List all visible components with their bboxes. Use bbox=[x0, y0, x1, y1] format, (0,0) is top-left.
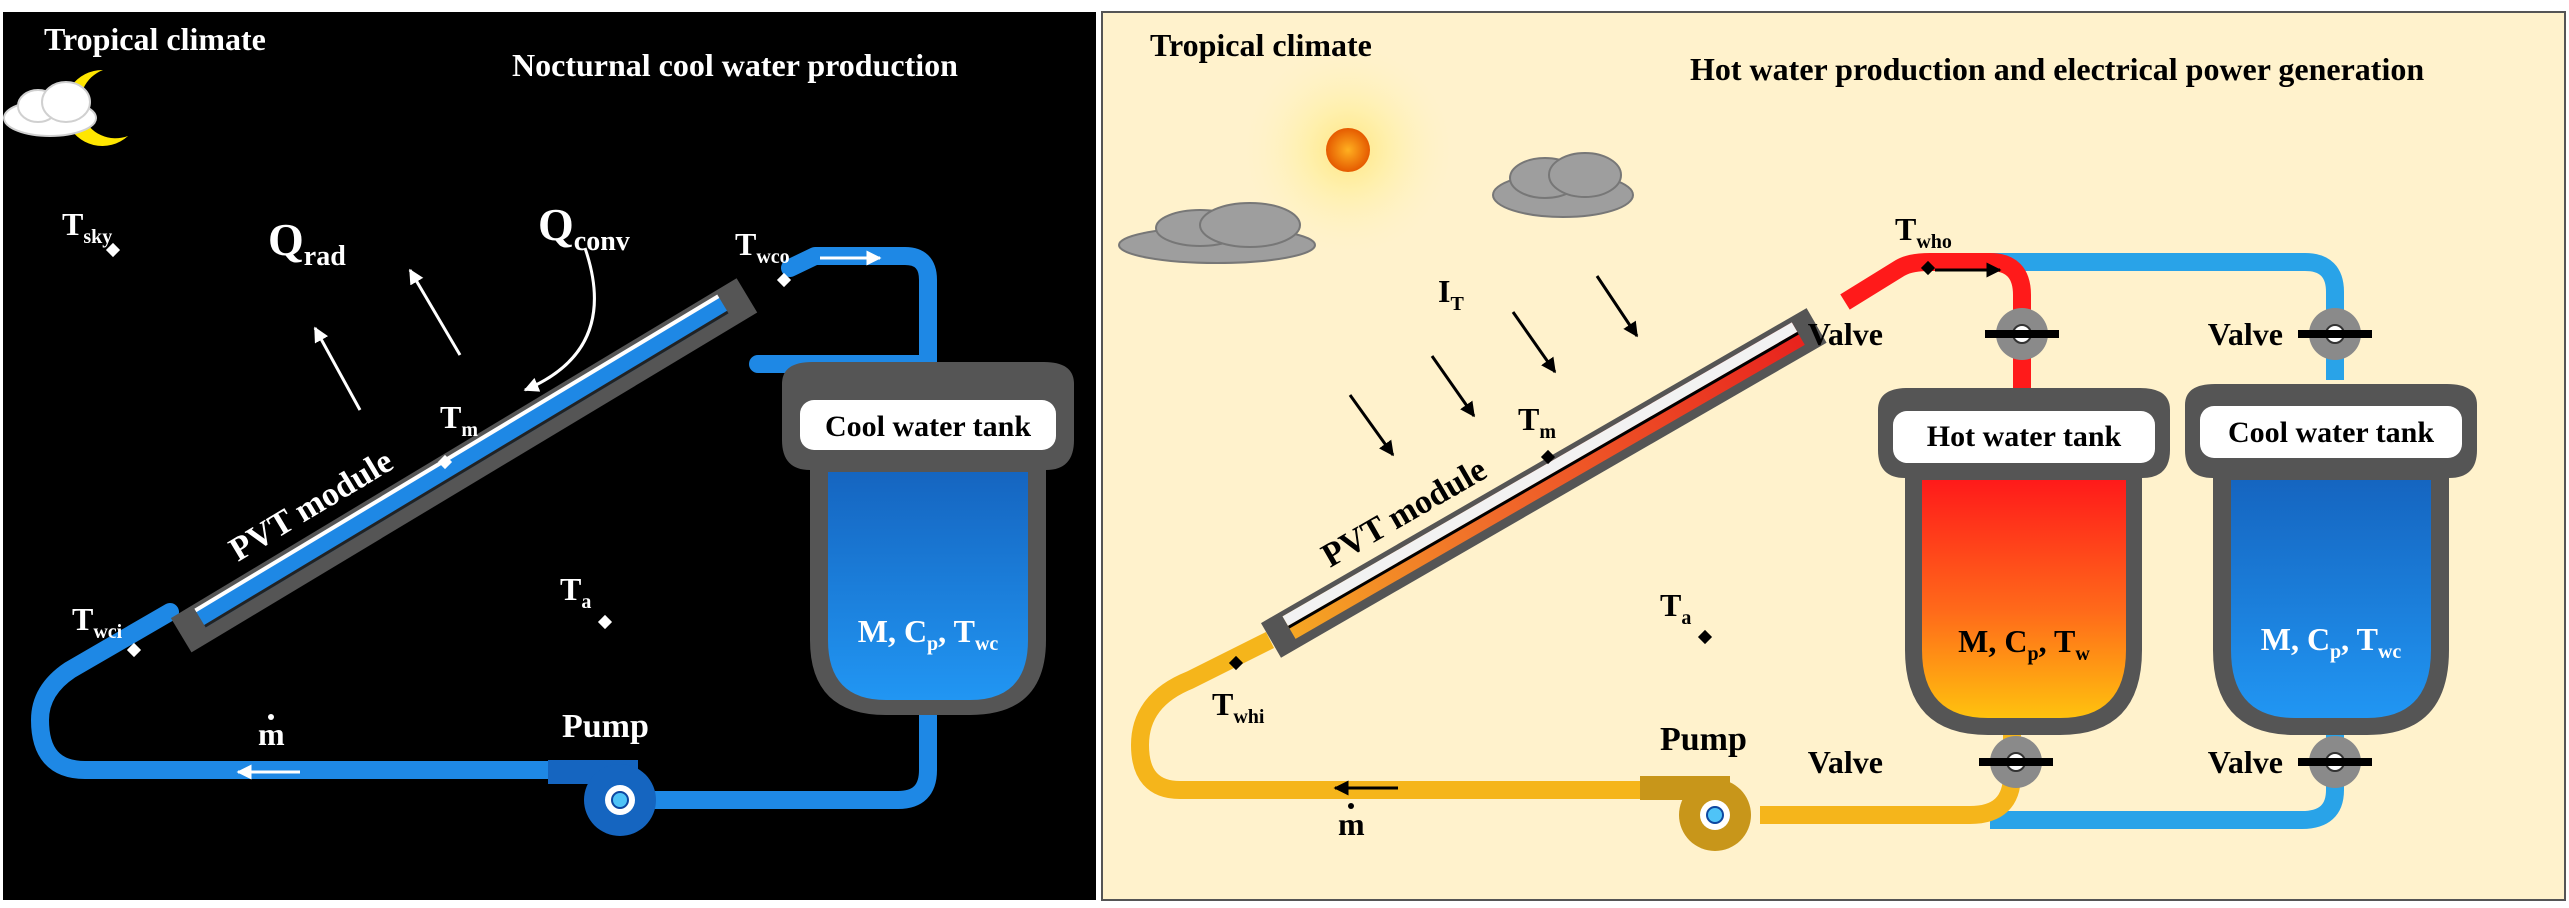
valve-cool-top-icon bbox=[2298, 308, 2372, 360]
day-title: Hot water production and electrical powe… bbox=[1690, 51, 2424, 87]
mass-flow-label: m bbox=[258, 716, 285, 752]
day-t-m-label: Tm bbox=[1518, 401, 1556, 443]
valve-hot-bottom-label: Valve bbox=[1808, 744, 1883, 780]
day-hot-water-tank bbox=[1878, 388, 2170, 735]
night-cool-water-tank bbox=[782, 362, 1074, 715]
night-tank-name: Cool water tank bbox=[825, 410, 1031, 443]
hot-tank-name: Hot water tank bbox=[1927, 420, 2122, 453]
cloud-right-icon bbox=[1492, 152, 1634, 218]
t-who-node bbox=[1920, 260, 1936, 276]
t-wco-label: Twco bbox=[735, 226, 790, 268]
mass-flow-dot bbox=[268, 714, 274, 720]
night-title: Nocturnal cool water production bbox=[512, 47, 958, 83]
t-whi-label: Twhi bbox=[1212, 686, 1265, 728]
t-who-label: Twho bbox=[1895, 211, 1952, 253]
night-tank-params: M, Cp, Twc bbox=[858, 613, 999, 655]
cool-tank-name: Cool water tank bbox=[2228, 416, 2434, 449]
night-pump-icon bbox=[548, 760, 656, 836]
day-cool-water-tank bbox=[2185, 384, 2477, 735]
night-panel: Tropical climate Nocturnal cool water pr… bbox=[3, 12, 1096, 900]
cloud-icon bbox=[3, 81, 97, 137]
valve-hot-top-icon bbox=[1985, 308, 2059, 360]
day-pump-icon bbox=[1640, 776, 1751, 851]
t-m-node bbox=[437, 454, 453, 470]
night-pipe-loop bbox=[31, 247, 937, 809]
q-rad-label: Qrad bbox=[268, 214, 346, 272]
valve-hot-top-label: Valve bbox=[1808, 316, 1883, 352]
day-t-a-node bbox=[1697, 629, 1713, 645]
t-wci-node bbox=[126, 642, 142, 658]
day-cool-top-pipe bbox=[1990, 253, 2344, 380]
cool-tank-params: M, Cp, Twc bbox=[2261, 621, 2402, 663]
q-conv-label: Qconv bbox=[538, 199, 630, 257]
t-a-label: Ta bbox=[560, 571, 591, 613]
t-m-label: Tm bbox=[440, 399, 478, 441]
valve-cool-top-label: Valve bbox=[2208, 316, 2283, 352]
night-pump-label: Pump bbox=[562, 708, 649, 745]
day-hot-outlet-pipe bbox=[1840, 253, 2031, 388]
day-mass-flow-label: m bbox=[1338, 806, 1365, 842]
t-whi-node bbox=[1228, 655, 1244, 671]
valve-hot-bottom-icon bbox=[1979, 736, 2053, 788]
t-a-node bbox=[597, 614, 613, 630]
solar-radiation-arrows bbox=[1348, 275, 1639, 457]
q-rad-arrow-2 bbox=[408, 268, 462, 356]
day-panel: Tropical climate Hot water production an… bbox=[1101, 11, 2566, 901]
night-climate-label: Tropical climate bbox=[44, 21, 266, 57]
sun-icon bbox=[1326, 128, 1370, 172]
cloud-left-icon bbox=[1118, 202, 1316, 264]
day-cool-bottom-pipe bbox=[1990, 705, 2344, 829]
valve-cool-bottom-label: Valve bbox=[2208, 744, 2283, 780]
night-pvt-module bbox=[170, 278, 758, 653]
q-rad-arrow-1 bbox=[313, 326, 362, 411]
day-t-a-label: Ta bbox=[1660, 587, 1691, 629]
i-t-label: IT bbox=[1438, 273, 1464, 315]
hot-tank-params: M, Cp, Tw bbox=[1958, 623, 2090, 665]
t-wci-label: Twci bbox=[72, 601, 123, 643]
day-mass-flow-dot bbox=[1348, 803, 1354, 809]
day-yellow-inlet-pipe bbox=[1131, 631, 1645, 799]
t-wco-node bbox=[776, 272, 792, 288]
valve-cool-bottom-icon bbox=[2298, 736, 2372, 788]
t-sky-label: Tsky bbox=[62, 206, 112, 248]
q-conv-arrow bbox=[523, 247, 596, 392]
day-t-m-node bbox=[1540, 449, 1556, 465]
day-climate-label: Tropical climate bbox=[1150, 27, 1372, 63]
day-pvt-module bbox=[1261, 308, 1827, 658]
day-pump-label: Pump bbox=[1660, 721, 1747, 758]
